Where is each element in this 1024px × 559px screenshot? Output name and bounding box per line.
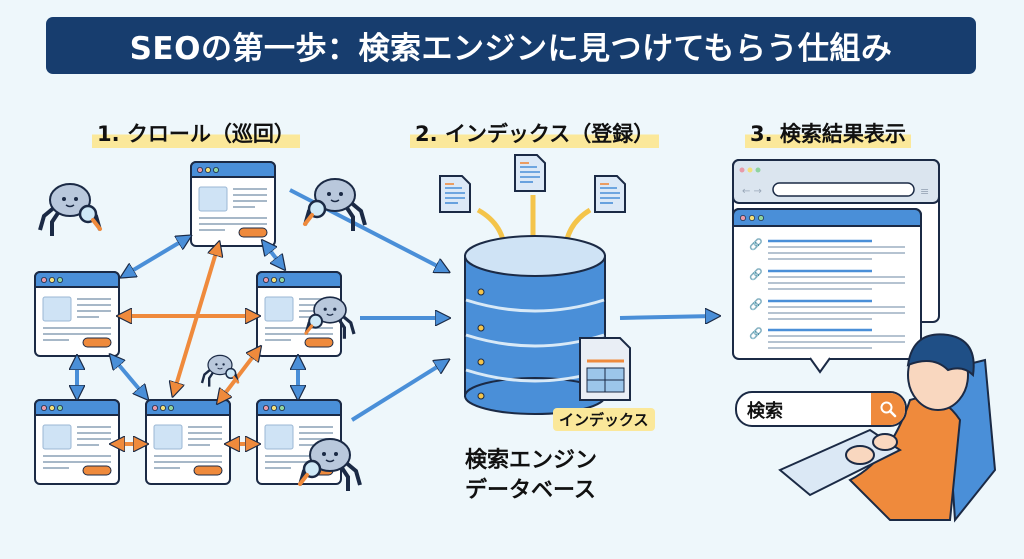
user-person-illustration xyxy=(778,333,997,523)
search-icon xyxy=(880,401,897,418)
step-crawl-heading: 1. クロール（巡回） xyxy=(92,118,300,148)
document-icon xyxy=(439,175,471,213)
crawl-path-arrows xyxy=(115,246,258,444)
step-index-heading: 2. インデックス（登録） xyxy=(410,118,660,148)
web-page-bottom-center xyxy=(145,399,231,485)
database-label: 検索エンジン データベース xyxy=(465,446,597,506)
index-table-icon xyxy=(579,337,631,401)
crawler-spider-icon xyxy=(38,182,102,238)
search-button[interactable] xyxy=(871,393,905,425)
database-label-line1: 検索エンジン xyxy=(465,448,598,473)
back-forward-icon: ← → xyxy=(742,186,762,197)
web-page-bottom-left xyxy=(34,399,120,485)
step-results-heading: 3. 検索結果表示 xyxy=(745,118,911,148)
database-label-line2: データベース xyxy=(465,478,596,503)
page-title: SEOの第一歩：検索エンジンに見つけてもらう仕組み xyxy=(129,31,893,67)
index-tag: インデックス xyxy=(553,408,655,431)
search-bar[interactable]: 検索 xyxy=(735,391,907,427)
document-icon xyxy=(594,175,626,213)
web-page-left xyxy=(34,271,120,357)
search-input[interactable]: 検索 xyxy=(747,401,783,422)
web-page-top xyxy=(190,161,276,247)
title-banner: SEOの第一歩：検索エンジンに見つけてもらう仕組み xyxy=(46,17,976,74)
to-results-arrow xyxy=(619,316,715,318)
link-icon: 🔗 xyxy=(749,237,763,251)
search-results-window: 🔗 xyxy=(732,208,922,374)
document-icon xyxy=(514,154,546,192)
menu-icon: ≡ xyxy=(920,185,929,198)
